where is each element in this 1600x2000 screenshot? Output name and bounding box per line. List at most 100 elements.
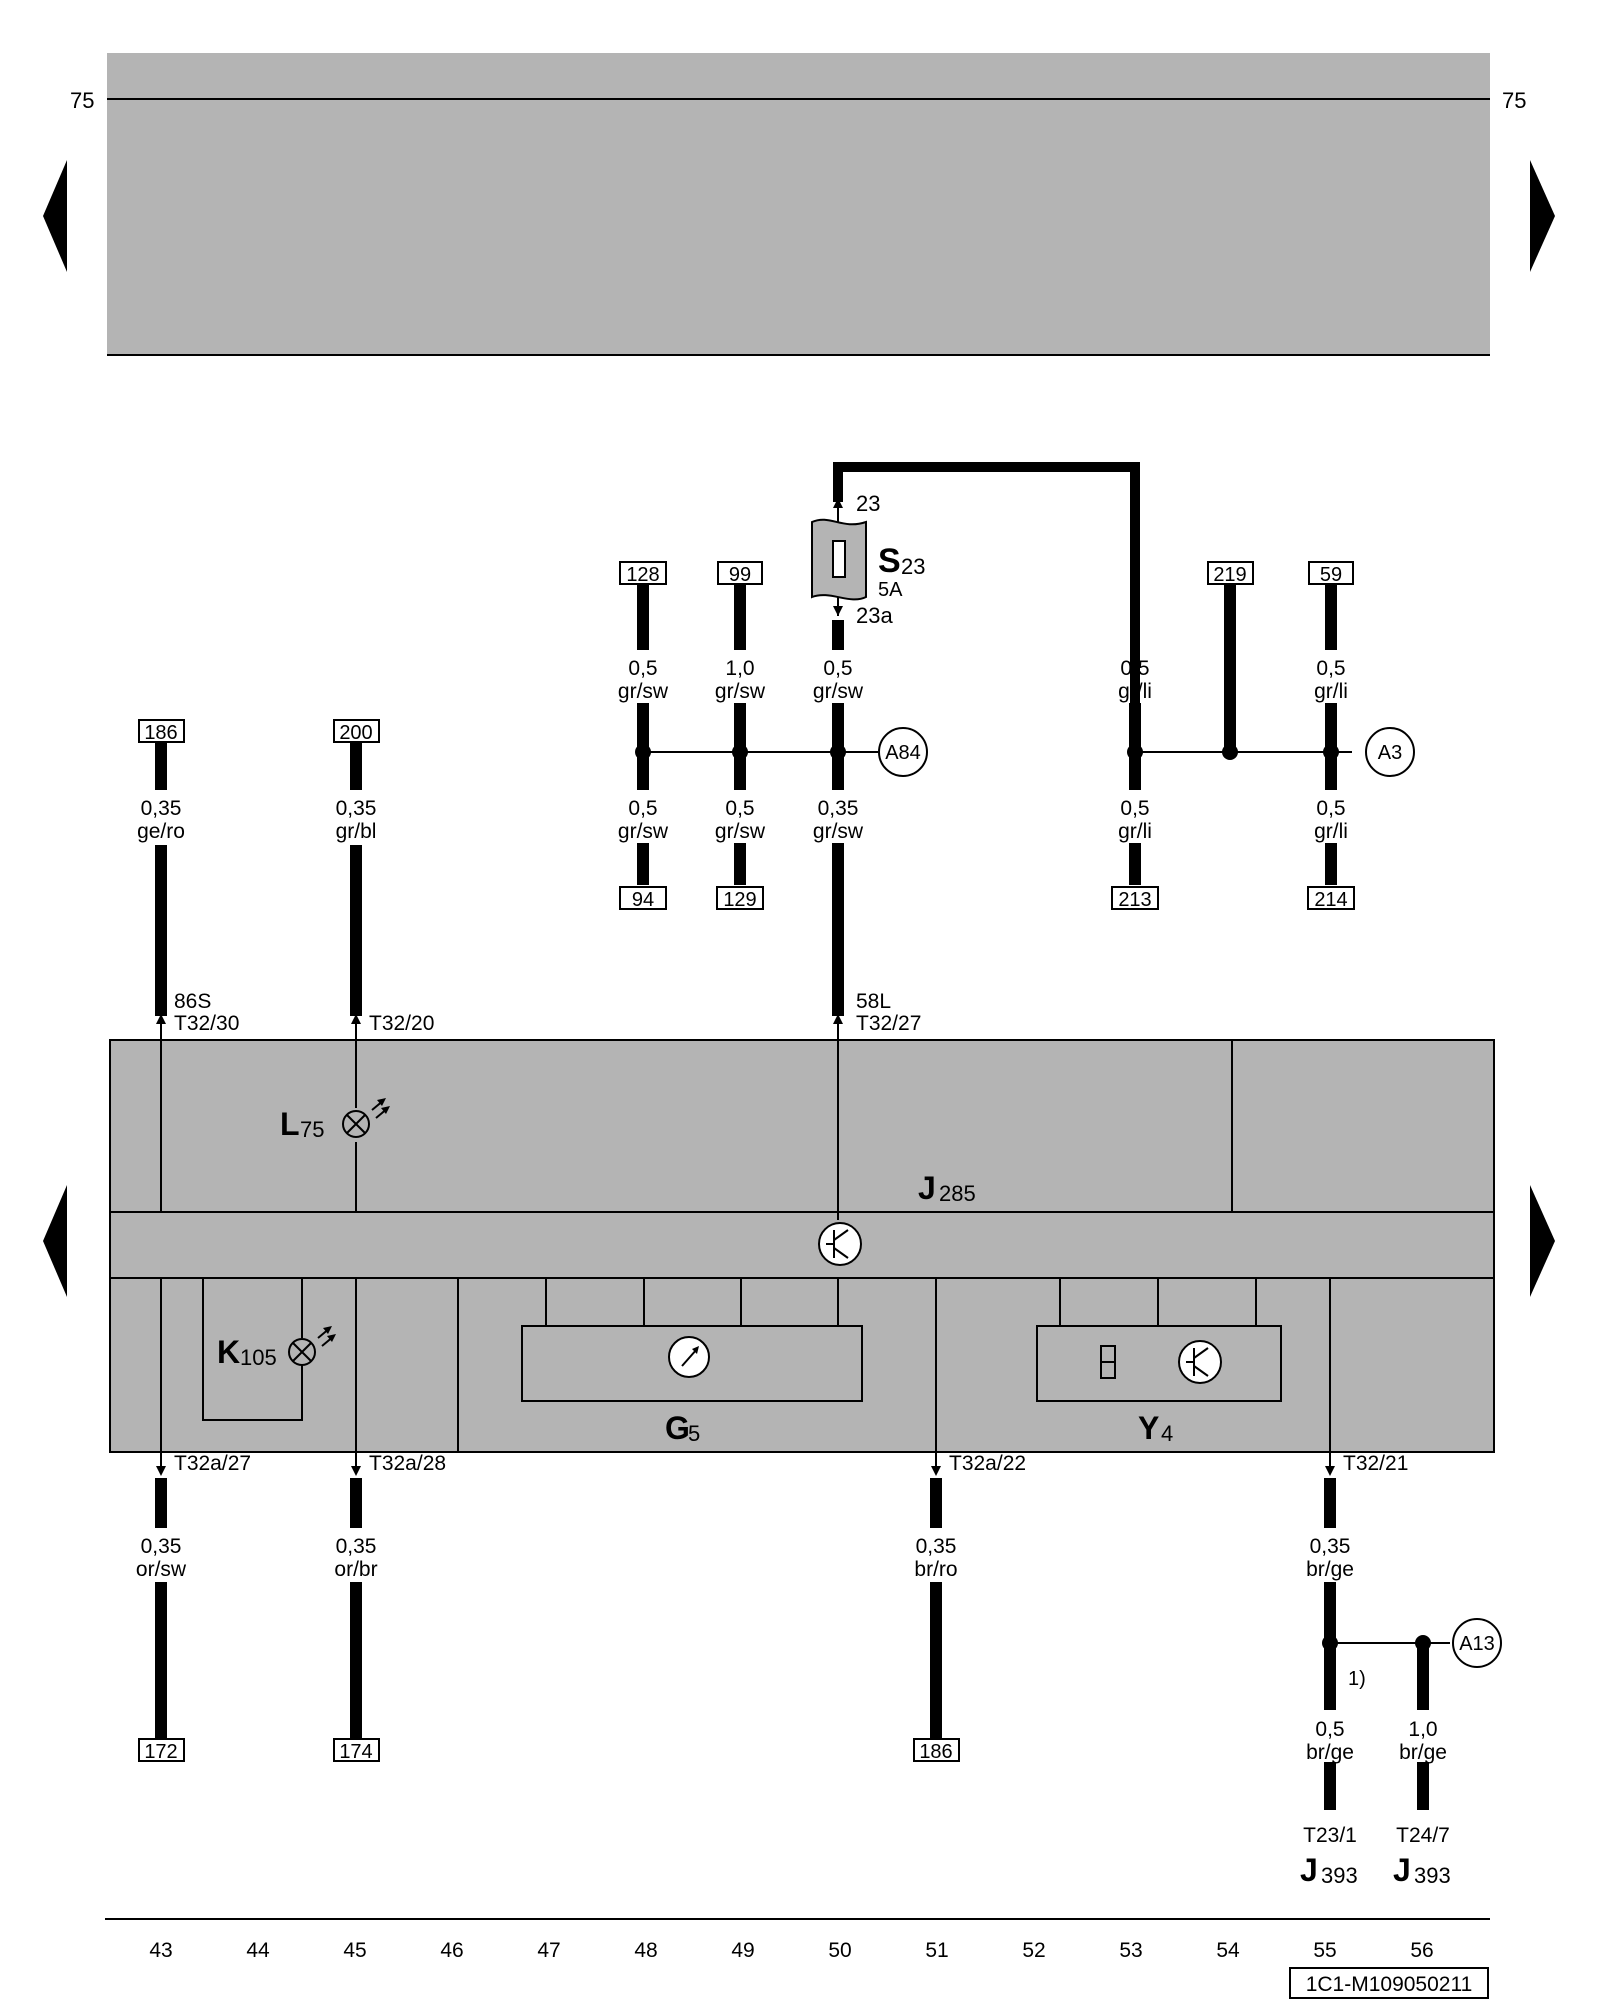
ref-box-99[interactable]: 99 — [717, 561, 763, 586]
ref-box-186-bottom[interactable]: 186 — [913, 1738, 960, 1763]
ref-box-172[interactable]: 172 — [138, 1738, 185, 1763]
splice-dot — [1322, 1635, 1338, 1651]
segment-display-icon — [1100, 1345, 1116, 1379]
next-page-arrow-top[interactable] — [1530, 160, 1555, 272]
line-number-left: 75 — [70, 88, 94, 113]
svg-text:128: 128 — [626, 564, 659, 586]
svg-text:186: 186 — [919, 1741, 952, 1763]
lamp-icon — [288, 1338, 316, 1366]
diagram-code-box: 1C1-M109050211 — [1289, 1967, 1489, 1999]
y4-label: Y — [1138, 1410, 1159, 1446]
column-number: 49 — [731, 1939, 754, 1962]
svg-text:186: 186 — [144, 722, 177, 744]
next-page-arrow-mid[interactable] — [1530, 1185, 1555, 1297]
wire-size: 0,5 — [628, 797, 657, 820]
wire-size: 1,0 — [1408, 1718, 1437, 1741]
wire-size: 0,5 — [1315, 1718, 1344, 1741]
upper-pin-markers — [156, 1014, 843, 1040]
g5-label-sub: 5 — [688, 1421, 700, 1446]
svg-text:94: 94 — [632, 889, 654, 911]
column-number: 48 — [634, 1939, 657, 1962]
fuse-s23 — [811, 498, 867, 616]
column-number: 46 — [440, 1939, 463, 1962]
fuse-rating: 5A — [878, 579, 903, 601]
ref-box-186-top[interactable]: 186 — [138, 719, 185, 744]
upper-wire-labels: 0,35 ge/ro 0,35 gr/bl 0,5 gr/sw 1,0 gr/s… — [137, 657, 1348, 843]
j285-label-sub: 285 — [939, 1181, 976, 1206]
display-y4 — [1036, 1278, 1282, 1402]
wire-color: gr/li — [1314, 680, 1348, 703]
lamp-icon — [342, 1110, 370, 1138]
fuse-icon — [832, 540, 846, 578]
ref-box-59[interactable]: 59 — [1308, 561, 1354, 586]
wire-color: gr/li — [1118, 680, 1152, 703]
wire-color: gr/sw — [813, 820, 864, 843]
wire-size: 0,5 — [823, 657, 852, 680]
wire-color: gr/bl — [336, 820, 377, 843]
j393-a-label: J — [1300, 1852, 1318, 1888]
wire-size: 0,35 — [336, 797, 377, 820]
ref-box-174[interactable]: 174 — [333, 1738, 380, 1763]
wire-size: 0,35 — [141, 797, 182, 820]
fuse-label: S — [878, 542, 901, 580]
fuse-supply-wire — [833, 462, 1140, 737]
k105-label: K — [217, 1334, 240, 1370]
ref-box-200[interactable]: 200 — [333, 719, 380, 744]
wire-color: gr/sw — [618, 820, 669, 843]
column-number: 53 — [1119, 1939, 1142, 1962]
prev-page-arrow-top[interactable] — [43, 160, 67, 272]
pin-t32-30: T32/30 — [174, 1012, 239, 1035]
line-number-right: 75 — [1502, 88, 1526, 113]
connection-a84 — [878, 727, 928, 777]
wire-size: 0,35 — [1310, 1535, 1351, 1558]
lower-wire-labels: 0,35 or/sw 0,35 or/br 0,35 br/ro 0,35 br… — [136, 1535, 1447, 1764]
pin-t32a-27: T32a/27 — [174, 1452, 251, 1475]
ref-box-214[interactable]: 214 — [1307, 886, 1355, 911]
svg-text:200: 200 — [339, 722, 372, 744]
wire-color: br/ge — [1306, 1558, 1354, 1581]
pin-t32a-22: T32a/22 — [949, 1452, 1026, 1475]
k105-label-sub: 105 — [240, 1345, 277, 1370]
column-number: 44 — [246, 1939, 270, 1962]
splice-dot — [1415, 1635, 1431, 1651]
wire-color: gr/sw — [813, 680, 864, 703]
connection-a84-label: A84 — [885, 742, 921, 764]
pin-t32-27: T32/27 — [856, 1012, 921, 1035]
wire-color: br/ge — [1399, 1741, 1447, 1764]
j393-b-pin: T24/7 — [1396, 1824, 1450, 1847]
wire-color: br/ro — [914, 1558, 957, 1581]
ref-box-213[interactable]: 213 — [1111, 886, 1159, 911]
pin-t32-21: T32/21 — [1343, 1452, 1408, 1475]
wire-color: or/sw — [136, 1558, 187, 1581]
j285-label: J — [918, 1170, 936, 1206]
g5-label: G — [665, 1410, 690, 1446]
svg-text:213: 213 — [1118, 889, 1151, 911]
ref-box-94[interactable]: 94 — [619, 886, 667, 911]
prev-page-arrow-mid[interactable] — [43, 1185, 67, 1297]
svg-text:129: 129 — [723, 889, 756, 911]
ref-box-129[interactable]: 129 — [716, 886, 764, 911]
fuse-label-sub: 23 — [901, 554, 925, 579]
wire-size: 0,35 — [818, 797, 859, 820]
ref-box-219[interactable]: 219 — [1207, 561, 1254, 586]
ref-box-128[interactable]: 128 — [619, 561, 667, 586]
pin-t32a-28: T32a/28 — [369, 1452, 446, 1475]
svg-text:99: 99 — [729, 564, 751, 586]
wire-color: gr/sw — [618, 680, 669, 703]
top-band — [107, 53, 1490, 355]
pin-term-58l: 58L — [856, 990, 891, 1013]
wire-size: 0,5 — [1120, 797, 1149, 820]
connection-a13 — [1452, 1618, 1502, 1668]
lamp-l75 — [342, 1098, 390, 1138]
j393-b-label-sub: 393 — [1414, 1863, 1451, 1888]
column-number: 47 — [537, 1939, 560, 1962]
svg-text:214: 214 — [1314, 889, 1347, 911]
wire-size: 0,35 — [916, 1535, 957, 1558]
column-number: 51 — [925, 1939, 948, 1962]
wire-color: gr/li — [1314, 820, 1348, 843]
column-number: 54 — [1216, 1939, 1240, 1962]
j393-a-pin: T23/1 — [1303, 1824, 1357, 1847]
wire-color: gr/sw — [715, 820, 766, 843]
